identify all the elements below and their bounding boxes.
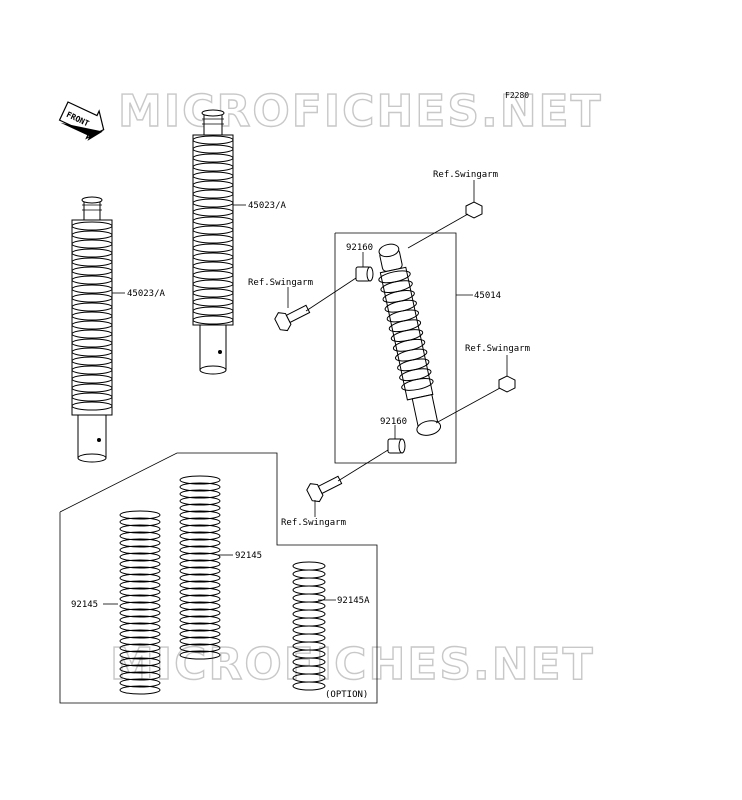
- option-label: (OPTION): [325, 690, 368, 700]
- bolt-left: [274, 304, 311, 332]
- label-shock-main: 45014: [474, 291, 501, 301]
- label-spring-middle: 92145: [235, 551, 262, 561]
- shock-absorber-main: [378, 243, 442, 436]
- label-spring-small: 92145A: [337, 596, 370, 606]
- label-bushing-bottom: 92160: [380, 417, 407, 427]
- label-ref-bottom: Ref.Swingarm: [281, 518, 346, 528]
- label-spring-left: 92145: [71, 600, 98, 610]
- nut-top-right: [465, 201, 483, 219]
- option-frame: [59, 452, 378, 704]
- shock-absorber-left: [71, 196, 113, 463]
- shock-absorber-middle: [192, 109, 234, 375]
- bushing-bottom: [387, 438, 406, 454]
- bolt-bottom: [306, 475, 343, 503]
- spring-left: [119, 510, 161, 695]
- label-bushing-top: 92160: [346, 243, 373, 253]
- nut-mid-right: [498, 375, 516, 393]
- label-shock-middle: 45023/A: [248, 201, 287, 211]
- spring-small: [292, 561, 326, 691]
- spring-middle: [179, 475, 221, 660]
- watermark-top: MICROFICHES.NET: [118, 86, 603, 137]
- label-ref-mid-right: Ref.Swingarm: [465, 344, 530, 354]
- label-ref-top-right: Ref.Swingarm: [433, 170, 498, 180]
- watermark-bottom: MICROFICHES.NET: [110, 639, 595, 690]
- figure-code: F2280: [505, 91, 529, 100]
- bushing-top: [355, 266, 374, 282]
- front-arrow-icon: FRONT: [58, 101, 105, 141]
- label-shock-left: 45023/A: [127, 289, 166, 299]
- label-ref-left: Ref.Swingarm: [248, 278, 313, 288]
- main-shock-bracket: [334, 232, 457, 464]
